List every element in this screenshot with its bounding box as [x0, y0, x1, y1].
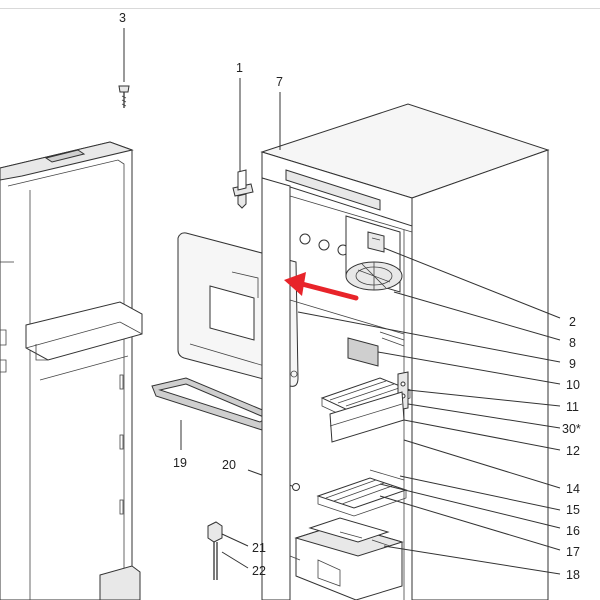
- label-9: 9: [569, 357, 576, 371]
- top-divider: [0, 8, 600, 9]
- door-assembly: [0, 141, 143, 600]
- label-17: 17: [566, 545, 580, 559]
- label-14: 14: [566, 482, 580, 496]
- label-1: 1: [236, 61, 243, 75]
- label-21: 21: [252, 541, 266, 555]
- label-19: 19: [173, 456, 187, 470]
- leader-lines: [279, 92, 561, 575]
- label-3: 3: [119, 11, 126, 25]
- label-20: 20: [222, 458, 236, 472]
- red-arrow-icon: [284, 272, 359, 301]
- label-7: 7: [276, 75, 283, 89]
- screw-part: [118, 28, 130, 108]
- label-15: 15: [566, 503, 580, 517]
- label-16: 16: [566, 524, 580, 538]
- clip-part: [232, 78, 254, 209]
- callout-labels: 3 1 7 2 8 9 10 11 30* 12 14 15 16 17 18 …: [119, 11, 581, 582]
- label-30: 30*: [562, 422, 581, 436]
- label-22: 22: [252, 564, 266, 578]
- label-18: 18: [566, 568, 580, 582]
- label-8: 8: [569, 336, 576, 350]
- switch-part: [207, 521, 249, 580]
- label-2: 2: [569, 315, 576, 329]
- label-12: 12: [566, 444, 580, 458]
- cabinet-assembly: [260, 103, 550, 600]
- label-11: 11: [566, 400, 579, 414]
- label-10: 10: [566, 378, 580, 392]
- shelf-trim-part: [151, 377, 277, 450]
